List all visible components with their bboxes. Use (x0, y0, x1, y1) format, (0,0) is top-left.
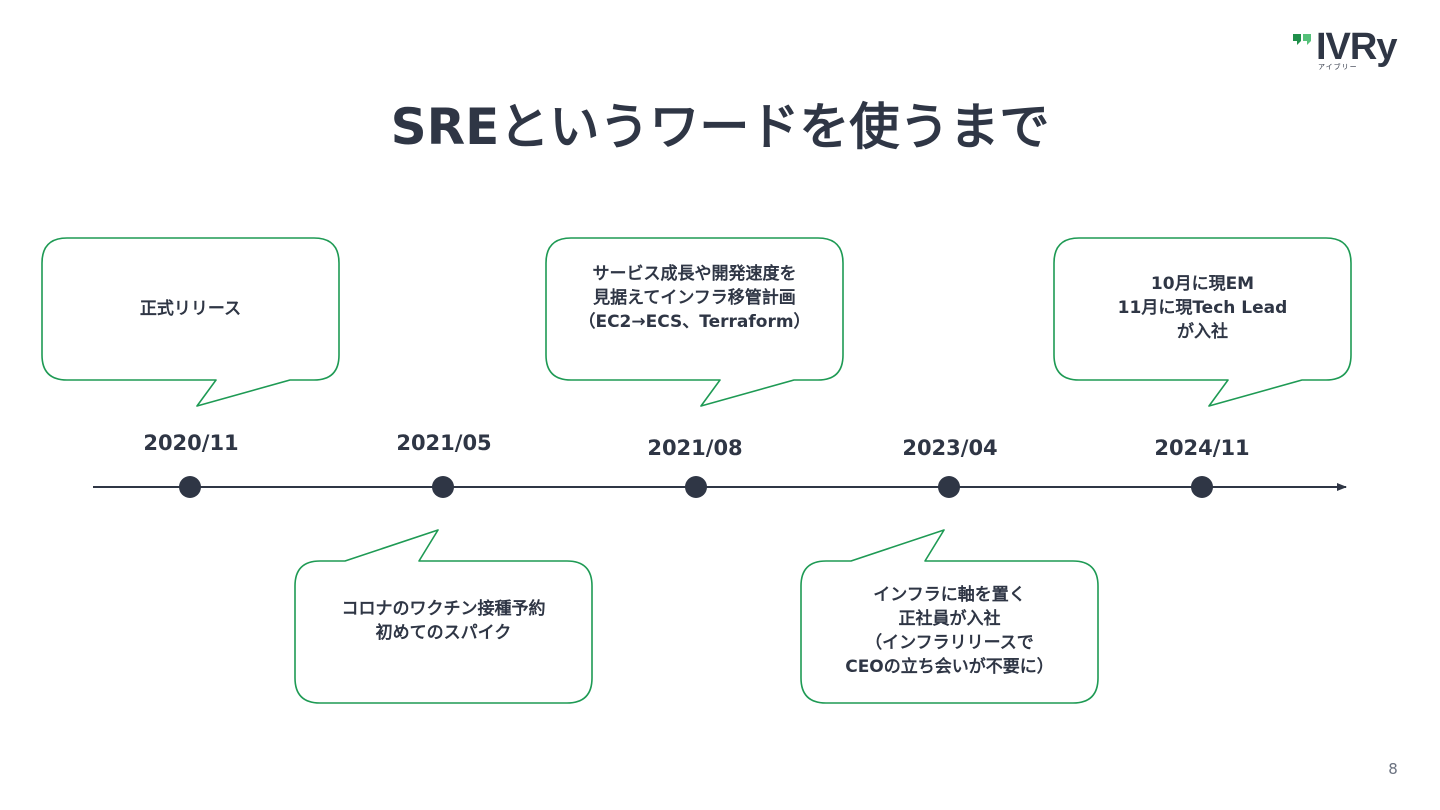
bubble-line: サービス成長や開発速度を (592, 264, 797, 284)
bubble-line: が入社 (1177, 322, 1228, 342)
bubble-text: コロナのワクチン接種予約 初めてのスパイク (295, 561, 592, 681)
bubble-line: インフラに軸を置く (873, 585, 1026, 605)
speech-bubble (800, 529, 1099, 704)
bubble-line: コロナのワクチン接種予約 (341, 599, 546, 619)
speech-bubble (294, 529, 593, 704)
bubble-text: サービス成長や開発速度を 見据えてインフラ移管計画 （EC2→ECS、Terra… (546, 248, 843, 348)
timeline-date: 2023/04 (902, 436, 998, 460)
slide-title: SREというワードを使うまで (390, 98, 1050, 156)
page-number: 8 (1388, 760, 1398, 778)
bubble-line: 11月に現Tech Lead (1117, 298, 1288, 318)
timeline-dot (938, 476, 960, 498)
timeline-date: 2021/08 (647, 436, 743, 460)
speech-bubble (545, 237, 844, 407)
speech-bubble (1053, 237, 1352, 407)
logo-wordmark: IVRy (1316, 26, 1397, 68)
bubble-text: 正式リリース (42, 238, 339, 380)
bubble-line: 初めてのスパイク (375, 623, 512, 643)
timeline-dot (1191, 476, 1213, 498)
bubble-line: 正式リリース (139, 299, 242, 319)
speech-bubble (41, 237, 340, 407)
timeline-dot (685, 476, 707, 498)
bubble-line: （インフラリリースで (865, 633, 1034, 653)
timeline-date: 2024/11 (1154, 436, 1250, 460)
timeline-date: 2020/11 (143, 431, 239, 455)
logo-mark-icon (1293, 34, 1311, 45)
bubble-line: 正社員が入社 (898, 609, 1001, 629)
bubble-line: （EC2→ECS、Terraform） (578, 312, 811, 332)
timeline-date: 2021/05 (396, 431, 492, 455)
bubble-line: 10月に現EM (1150, 274, 1255, 294)
bubble-line: 見据えてインフラ移管計画 (593, 288, 796, 308)
timeline-dot (179, 476, 201, 498)
bubble-line: CEOの立ち会いが不要に） (845, 657, 1054, 677)
logo-subtitle: アイブリー (1318, 63, 1358, 71)
bubble-text: 10月に現EM 11月に現Tech Lead が入社 (1054, 260, 1351, 356)
timeline-dot (432, 476, 454, 498)
ivry-logo: IVRy アイブリー (1292, 26, 1412, 72)
bubble-text: インフラに軸を置く 正社員が入社 （インフラリリースで CEOの立ち会いが不要に… (801, 571, 1098, 691)
